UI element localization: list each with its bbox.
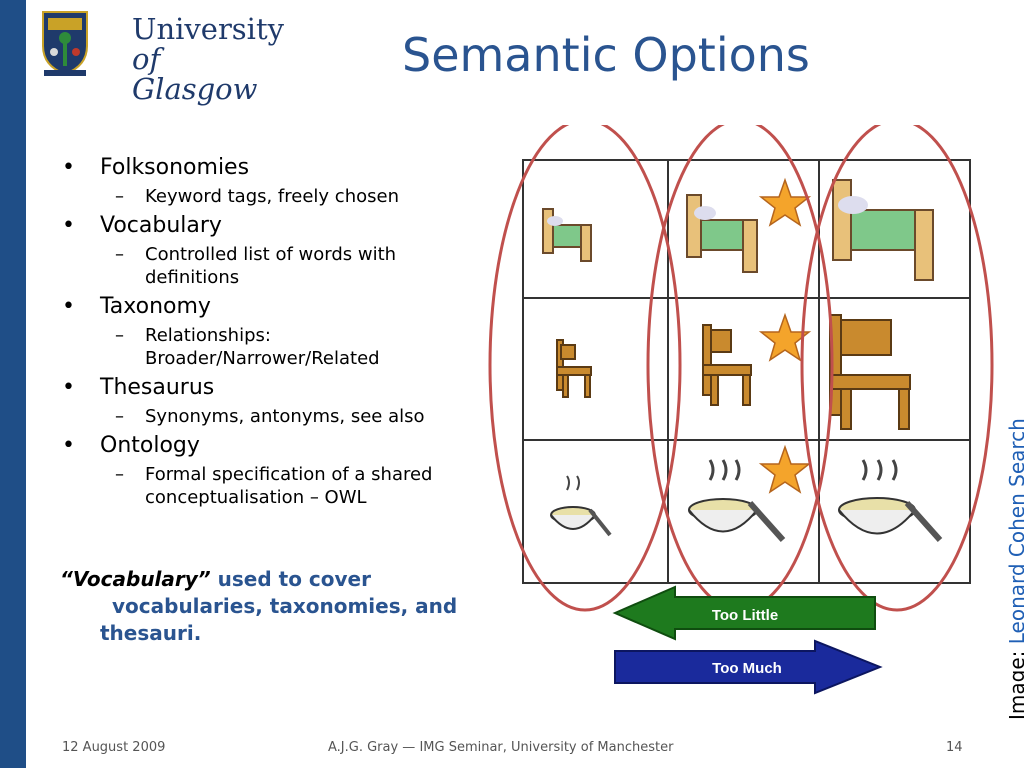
bullet-ontology: Ontology (60, 432, 480, 460)
chair-icon (702, 324, 752, 406)
chair-icon (556, 339, 592, 398)
note-quoted-term: “Vocabulary” (60, 567, 211, 591)
too-little-arrow: Too Little (612, 585, 876, 641)
note-line1: used to cover (210, 567, 371, 591)
bed-icon (686, 194, 758, 273)
sub-bullet: Synonyms, antonyms, see also (60, 405, 480, 428)
porridge-bowl-icon (550, 475, 612, 537)
star-icon (758, 177, 812, 227)
column-ellipse (800, 125, 994, 612)
bed-icon (832, 179, 934, 281)
sub-bullet: Formal specification of a shared concept… (60, 463, 480, 509)
bullet-vocabulary: Vocabulary (60, 212, 480, 240)
crest-icon (42, 11, 88, 76)
porridge-bowl-icon (838, 459, 943, 542)
footer-date: 12 August 2009 (62, 740, 166, 755)
sub-bullet: Keyword tags, freely chosen (60, 185, 480, 208)
image-credit: Image: Leonard Cohen Search (1005, 418, 1024, 720)
university-logo: University of Glasgow (40, 8, 284, 104)
too-little-label: Too Little (712, 607, 778, 624)
logo-line1: University (132, 12, 284, 46)
bullet-thesaurus: Thesaurus (60, 374, 480, 402)
too-much-arrow: Too Much (614, 639, 883, 695)
logo-line2: of Glasgow (132, 42, 258, 106)
too-much-label: Too Much (712, 660, 782, 677)
bullet-taxonomy: Taxonomy (60, 293, 480, 321)
sidebar-bar (0, 0, 26, 768)
credit-link[interactable]: Leonard Cohen Search (1005, 418, 1024, 645)
star-icon (758, 444, 812, 494)
goldilocks-figure: Too Little Too Much (488, 125, 994, 695)
footer-page-number: 14 (946, 740, 963, 755)
porridge-bowl-icon (688, 459, 786, 542)
note-line2: vocabularies, taxonomies, and (112, 594, 458, 618)
note-line3: thesauri. (100, 621, 202, 645)
bullet-folksonomies: Folksonomies (60, 154, 480, 182)
bullet-list: Folksonomies Keyword tags, freely chosen… (60, 150, 480, 509)
vocabulary-note: “Vocabulary” used to cover vocabularies,… (60, 566, 490, 647)
credit-prefix: Image: (1005, 650, 1024, 720)
column-ellipse (488, 125, 682, 612)
sub-bullet: Controlled list of words with definition… (60, 243, 480, 289)
sub-bullet: Relationships: Broader/Narrower/Related (60, 324, 480, 370)
footer-center: A.J.G. Gray — IMG Seminar, University of… (328, 740, 674, 755)
page-title: Semantic Options (402, 28, 810, 82)
bed-icon (542, 208, 592, 262)
chair-icon (829, 314, 911, 430)
